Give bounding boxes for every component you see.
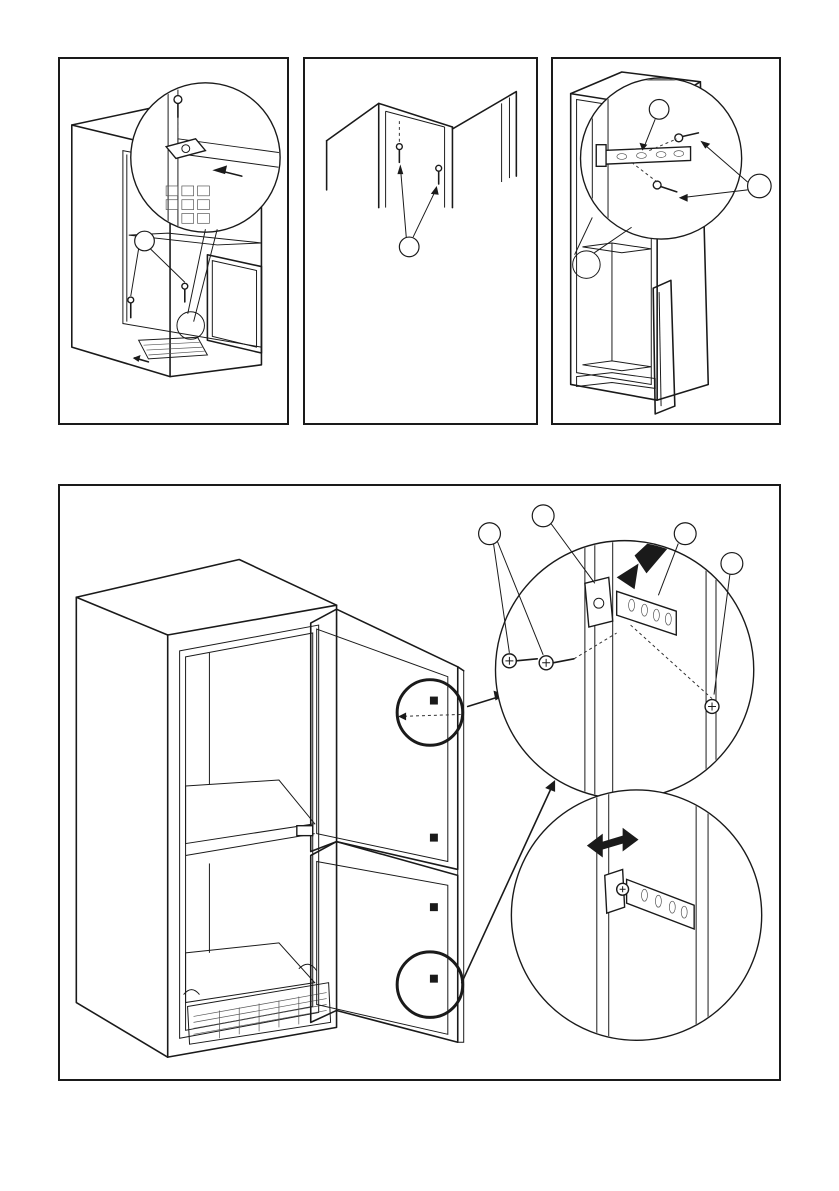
panel-c-upper-bracket-detail <box>551 57 781 425</box>
callout-circle-a <box>135 231 155 251</box>
adjust-screw-icon <box>617 883 629 895</box>
screw-left-icon <box>128 297 134 318</box>
machine-screw-icon <box>705 700 719 714</box>
open-door <box>452 92 516 177</box>
callout-circle-d1 <box>479 523 501 545</box>
callout-circle-d2 <box>532 505 554 527</box>
lower-door <box>311 842 458 1043</box>
arrow-icon <box>133 355 141 362</box>
panel-a-cabinet-bottom-screws <box>58 57 289 425</box>
panel-a-drawing <box>60 59 287 423</box>
door-hinge-mark <box>430 834 438 842</box>
callout-circle-d3 <box>674 523 696 545</box>
magnified-adjustment-detail <box>511 790 761 1040</box>
callout-circle-b <box>399 237 419 257</box>
vent-grille <box>139 337 208 359</box>
screw-left-icon <box>396 121 402 162</box>
cabinet-outline <box>76 560 336 1058</box>
panel-c-drawing <box>553 59 779 423</box>
screw-right-icon <box>436 165 442 184</box>
panel-d-door-hinge-assembly <box>58 484 781 1081</box>
callout-circle-c2 <box>748 174 772 198</box>
arrow-icon <box>397 164 403 174</box>
door-hinge-mark <box>430 975 438 983</box>
middle-shelf <box>186 780 315 844</box>
panel-b-drawing <box>305 59 536 423</box>
bracket-plate <box>600 147 690 165</box>
lower-detail-marker <box>397 952 463 1018</box>
middle-hinge <box>297 826 313 836</box>
vent-grille <box>577 373 656 389</box>
door-hinge-mark <box>430 903 438 911</box>
callout-circle-d4 <box>721 553 743 575</box>
door-hinge-mark <box>430 697 438 705</box>
upper-detail-marker <box>397 680 463 746</box>
cabinet-top-outline <box>327 103 453 140</box>
callout-circle-c1 <box>649 100 669 120</box>
screw-right-icon <box>182 283 188 302</box>
upper-door <box>311 609 458 869</box>
arrow-icon <box>431 186 439 195</box>
panel-b-top-corner-screws <box>303 57 538 425</box>
hinge-block <box>585 577 613 627</box>
panel-d-drawing <box>60 486 779 1079</box>
